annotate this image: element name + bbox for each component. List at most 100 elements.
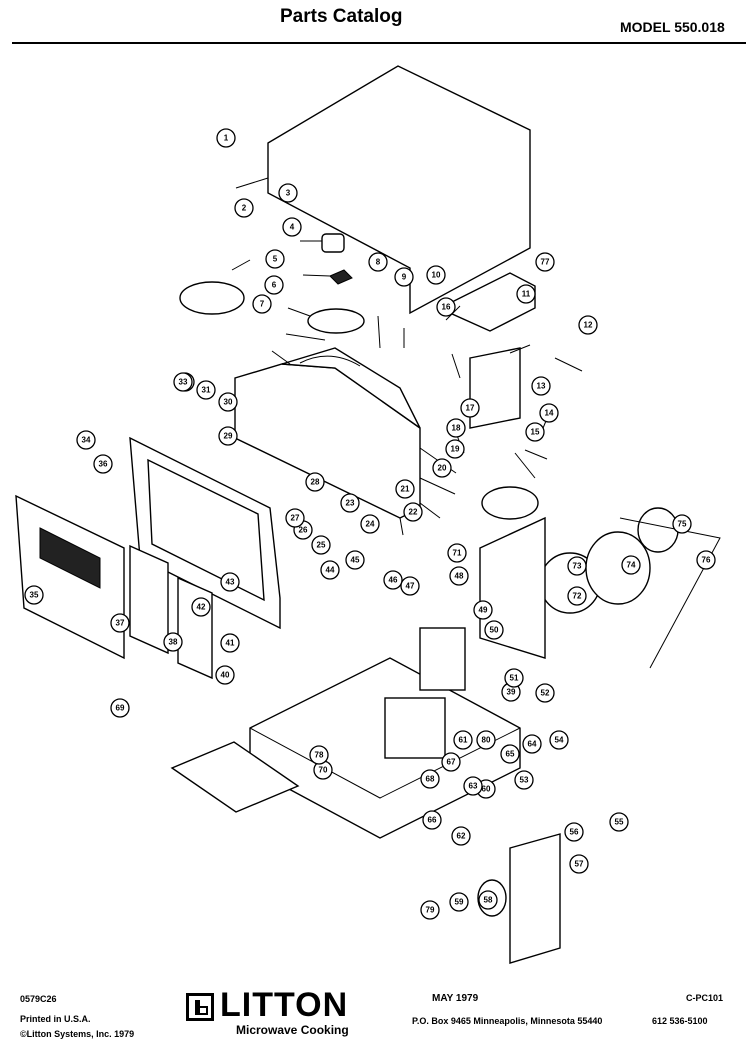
callout-circle (345, 550, 365, 570)
callout-number: 23 (346, 499, 355, 508)
transformer (384, 697, 446, 759)
callout-circle (234, 198, 254, 218)
control-overlay (177, 576, 213, 680)
callout-40: 40 (215, 665, 235, 685)
callout-50: 50 (484, 620, 504, 640)
callout-10: 10 (426, 265, 446, 285)
callout-28: 28 (305, 472, 325, 492)
callout-number: 71 (453, 549, 462, 558)
callout-number: 70 (319, 766, 328, 775)
callout-number: 48 (455, 572, 464, 581)
callout-1: 1 (216, 128, 236, 148)
callout-circle (403, 502, 423, 522)
callout-number: 2 (242, 204, 247, 213)
callout-74: 74 (621, 555, 641, 575)
callout-number: 80 (482, 736, 491, 745)
callout-circle (447, 543, 467, 563)
oven-cavity (234, 347, 421, 519)
callout-circle (320, 560, 340, 580)
callout-number: 11 (522, 290, 531, 299)
callout-48: 48 (449, 566, 469, 586)
header-rule (12, 42, 746, 44)
callout-circle (220, 633, 240, 653)
callout-number: 24 (366, 520, 375, 529)
callout-30: 30 (218, 392, 238, 412)
callout-number: 7 (260, 300, 265, 309)
callout-59: 59 (449, 892, 469, 912)
model-number: MODEL 550.018 (620, 19, 725, 35)
callout-number: 38 (169, 638, 178, 647)
callout-circle (578, 315, 598, 335)
callout-18: 18 (446, 418, 466, 438)
callout-64: 64 (522, 734, 542, 754)
callout-56: 56 (564, 822, 584, 842)
callout-circle (609, 812, 629, 832)
callout-circle (218, 392, 238, 412)
callout-number: 20 (438, 464, 447, 473)
stirrer-coupler (329, 269, 353, 285)
callout-35: 35 (24, 585, 44, 605)
callout-19: 19 (445, 439, 465, 459)
callout-number: 30 (224, 398, 233, 407)
callout-78: 78 (309, 745, 329, 765)
callout-number: 35 (30, 591, 39, 600)
callout-number: 63 (469, 782, 478, 791)
callout-5: 5 (265, 249, 285, 269)
callout-number: 64 (528, 740, 537, 749)
callout-65: 65 (500, 744, 520, 764)
callout-circle (218, 426, 238, 446)
callout-25: 25 (311, 535, 331, 555)
callout-2: 2 (234, 198, 254, 218)
callout-circle (539, 403, 559, 423)
callout-circle (522, 734, 542, 754)
callout-number: 33 (179, 378, 188, 387)
callout-circle (525, 422, 545, 442)
callout-46: 46 (383, 570, 403, 590)
callout-circle (220, 572, 240, 592)
callout-number: 40 (221, 671, 230, 680)
callout-circle (93, 454, 113, 474)
callout-circle (196, 380, 216, 400)
callout-number: 56 (570, 828, 579, 837)
callout-number: 67 (447, 758, 456, 767)
callout-number: 59 (455, 898, 464, 907)
callout-number: 66 (428, 816, 437, 825)
stirrer-cover (179, 281, 245, 315)
callout-number: 77 (541, 258, 550, 267)
callout-circle (278, 183, 298, 203)
callout-16: 16 (436, 297, 456, 317)
door-frame (129, 436, 281, 630)
callout-circle (215, 665, 235, 685)
footer-code: 0579C26 (20, 994, 57, 1004)
callout-15: 15 (525, 422, 545, 442)
touch-pad-overlay (129, 544, 169, 655)
callout-54: 54 (549, 730, 569, 750)
callout-number: 14 (545, 409, 554, 418)
printed-in: Printed in U.S.A. (20, 1014, 91, 1024)
callout-number: 28 (311, 478, 320, 487)
callout-number: 9 (402, 273, 407, 282)
callout-12: 12 (578, 315, 598, 335)
callout-circle (549, 730, 569, 750)
callout-number: 58 (484, 896, 493, 905)
callout-63: 63 (463, 776, 483, 796)
callout-number: 52 (541, 689, 550, 698)
callout-circle (340, 493, 360, 513)
callout-52: 52 (535, 683, 555, 703)
callout-number: 13 (537, 382, 546, 391)
callout-circle (535, 683, 555, 703)
callout-circle (535, 252, 555, 272)
callout-23: 23 (340, 493, 360, 513)
callout-number: 68 (426, 775, 435, 784)
callout-circle (696, 550, 716, 570)
callout-33: 33 (173, 372, 193, 392)
callout-67: 67 (441, 752, 461, 772)
callout-number: 18 (452, 424, 461, 433)
callout-number: 41 (226, 639, 235, 648)
callout-80: 80 (476, 730, 496, 750)
callout-circle (569, 854, 589, 874)
lamp-bracket (509, 833, 561, 964)
callout-number: 26 (299, 526, 308, 535)
callout-circle (360, 514, 380, 534)
callout-53: 53 (514, 770, 534, 790)
